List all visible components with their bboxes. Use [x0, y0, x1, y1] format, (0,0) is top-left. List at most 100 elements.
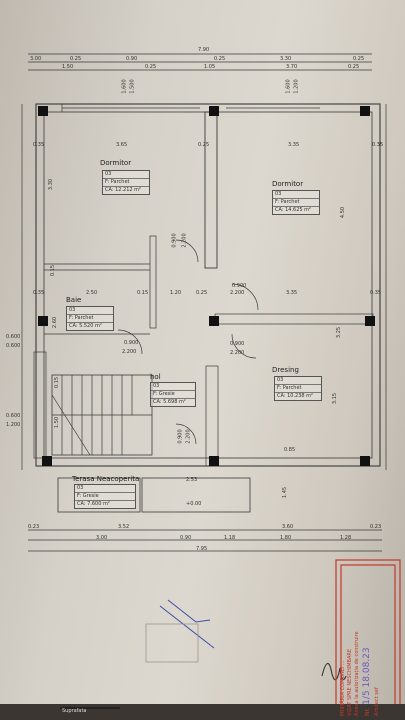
dim-top-mid: 3.70 — [286, 64, 298, 70]
door-height: 2.200 — [122, 349, 137, 355]
room-name: Baie — [66, 296, 82, 304]
stamp-line3: Anexa la autorizația de construire — [354, 631, 360, 716]
footer-label: Suprafata — [62, 708, 87, 714]
stamp-sig-label: Arhitect șef — [374, 687, 380, 716]
room-tag: 03 F: Parchet CA: 5.520 m² — [66, 306, 114, 331]
dim-bottom-row2: 1.18 — [224, 535, 236, 541]
room-tag: 03 F: Parchet CA: 14.625 m² — [272, 190, 320, 215]
window-height: 1.200 — [293, 79, 300, 94]
room-area: CA: 5.698 m² — [153, 399, 186, 405]
dim-inner: 0.35 — [372, 142, 384, 148]
dim-right-height: 4.50 — [340, 206, 347, 219]
door-width: 0.900 — [124, 340, 139, 346]
dim-top-seg: 3.00 — [30, 56, 42, 62]
room-finish: F: Gresie — [151, 391, 195, 399]
room-area: CA: 10.238 m² — [277, 393, 314, 399]
dim-bottom-row1: 0.23 — [370, 524, 382, 530]
dim-bottom-row2: 0.90 — [180, 535, 192, 541]
dim-bottom-row1: 0.23 — [28, 524, 40, 530]
dim-top-mid: 1.05 — [204, 64, 216, 70]
dim-right-height: 3.15 — [332, 392, 339, 405]
room-finish: F: Gresie — [75, 493, 135, 501]
dim-top-mid: 0.25 — [348, 64, 360, 70]
window-height: 1.500 — [129, 79, 136, 94]
room-area: CA: 5.520 m² — [69, 323, 102, 329]
room-code: 03 — [67, 307, 113, 315]
door-height: 2.200 — [230, 350, 245, 356]
dim-top-seg: 3.30 — [280, 56, 292, 62]
dim-row2: 1.20 — [170, 290, 182, 296]
room-name: Dormitor — [272, 180, 304, 188]
room-code: 03 — [275, 377, 321, 385]
room-finish: F: Parchet — [67, 315, 113, 323]
dim-bottom-mid: 2.53 — [186, 477, 198, 483]
hol-door-height: 2.200 — [185, 429, 192, 444]
window-height: 1.600 — [285, 79, 292, 94]
dim-inner: 3.65 — [116, 142, 128, 148]
dim-right-height: 3.25 — [336, 326, 343, 339]
dim-row2: 0.15 — [137, 290, 149, 296]
door-height: 2.200 — [181, 233, 188, 248]
room-name: hol — [150, 373, 161, 381]
room-name: Terasa Neacoperita — [72, 475, 140, 483]
room-finish: F: Parchet — [103, 179, 149, 187]
dim-left-height: 0.15 — [50, 264, 57, 277]
dim-bottom-row2: 1.28 — [340, 535, 352, 541]
door-width: 0.900 — [230, 341, 245, 347]
room-tag: 03 F: Gresie CA: 5.698 m² — [150, 382, 196, 407]
dim-row2: 2.50 — [86, 290, 98, 296]
dim-row2-mid: 0.900 — [232, 283, 247, 289]
dim-bottom-row1: 3.52 — [118, 524, 130, 530]
level-mark: +0.00 — [186, 501, 202, 507]
room-finish: F: Parchet — [273, 199, 319, 207]
room-area: CA: 14.625 m² — [275, 207, 312, 213]
dim-bottom-row2: 1.80 — [280, 535, 292, 541]
dim-inner: 3.35 — [288, 142, 300, 148]
stamp-nr-label: Nr. — [364, 707, 371, 716]
dim-left-height: 0.15 — [54, 376, 61, 389]
dim-bottom-total: 7.95 — [196, 546, 208, 552]
room-tag: 03 F: Parchet CA: 10.238 m² — [274, 376, 322, 401]
dim-row2-sub: 2.200 — [230, 290, 245, 296]
room-name: Dresing — [272, 366, 299, 374]
dim-side-left: 0.600 — [6, 413, 21, 419]
dim-top-mid: 0.25 — [145, 64, 157, 70]
dim-bottom-mid: 1.45 — [282, 486, 289, 499]
dim-inner: 0.35 — [33, 290, 45, 296]
dim-top-seg: 0.25 — [214, 56, 226, 62]
dim-row2: 3.35 — [286, 290, 298, 296]
room-area: CA: 12.212 m² — [105, 187, 142, 193]
dim-left-height: 1.50 — [54, 416, 61, 429]
stamp-line2: VIZAT SPRE NESCHIMBARE — [347, 648, 353, 716]
room-tag: 03 F: Parchet CA: 12.212 m² — [102, 170, 150, 195]
room-finish: F: Parchet — [275, 385, 321, 393]
room-name: Dormitor — [100, 159, 132, 167]
dim-left-height: 2.60 — [52, 316, 59, 329]
dim-top-seg: 0.25 — [70, 56, 82, 62]
dim-inner: 0.35 — [370, 290, 382, 296]
stamp-nr-value: 1/5 — [362, 690, 372, 705]
room-code: 03 — [103, 171, 149, 179]
dim-side-left: 1.200 — [6, 422, 21, 428]
window-height: 1.600 — [121, 79, 128, 94]
dim-side-left: 0.600 — [6, 343, 21, 349]
room-code: 03 — [75, 485, 135, 493]
dim-inner: 0.35 — [33, 142, 45, 148]
dim-inner: 0.25 — [198, 142, 210, 148]
dim-bottom-row1: 3.60 — [282, 524, 294, 530]
dim-top-mid: 1.50 — [62, 64, 74, 70]
door-width: 0.900 — [171, 233, 178, 248]
dim-small-right: 0.85 — [284, 447, 296, 453]
room-area: CA: 7.600 m² — [77, 501, 110, 507]
dim-top-seg: 0.25 — [353, 56, 365, 62]
hol-door-width: 0.900 — [177, 429, 184, 444]
stamp-line1: PRIMĂRIA COMUNEI ... — [340, 660, 346, 716]
dim-bottom-row2: 3.00 — [96, 535, 108, 541]
dim-left-height: 3.30 — [48, 178, 55, 191]
dim-side-left: 0.600 — [6, 334, 21, 340]
dim-row2: 0.25 — [196, 290, 208, 296]
dim-top-seg: 0.90 — [126, 56, 138, 62]
room-code: 03 — [151, 383, 195, 391]
